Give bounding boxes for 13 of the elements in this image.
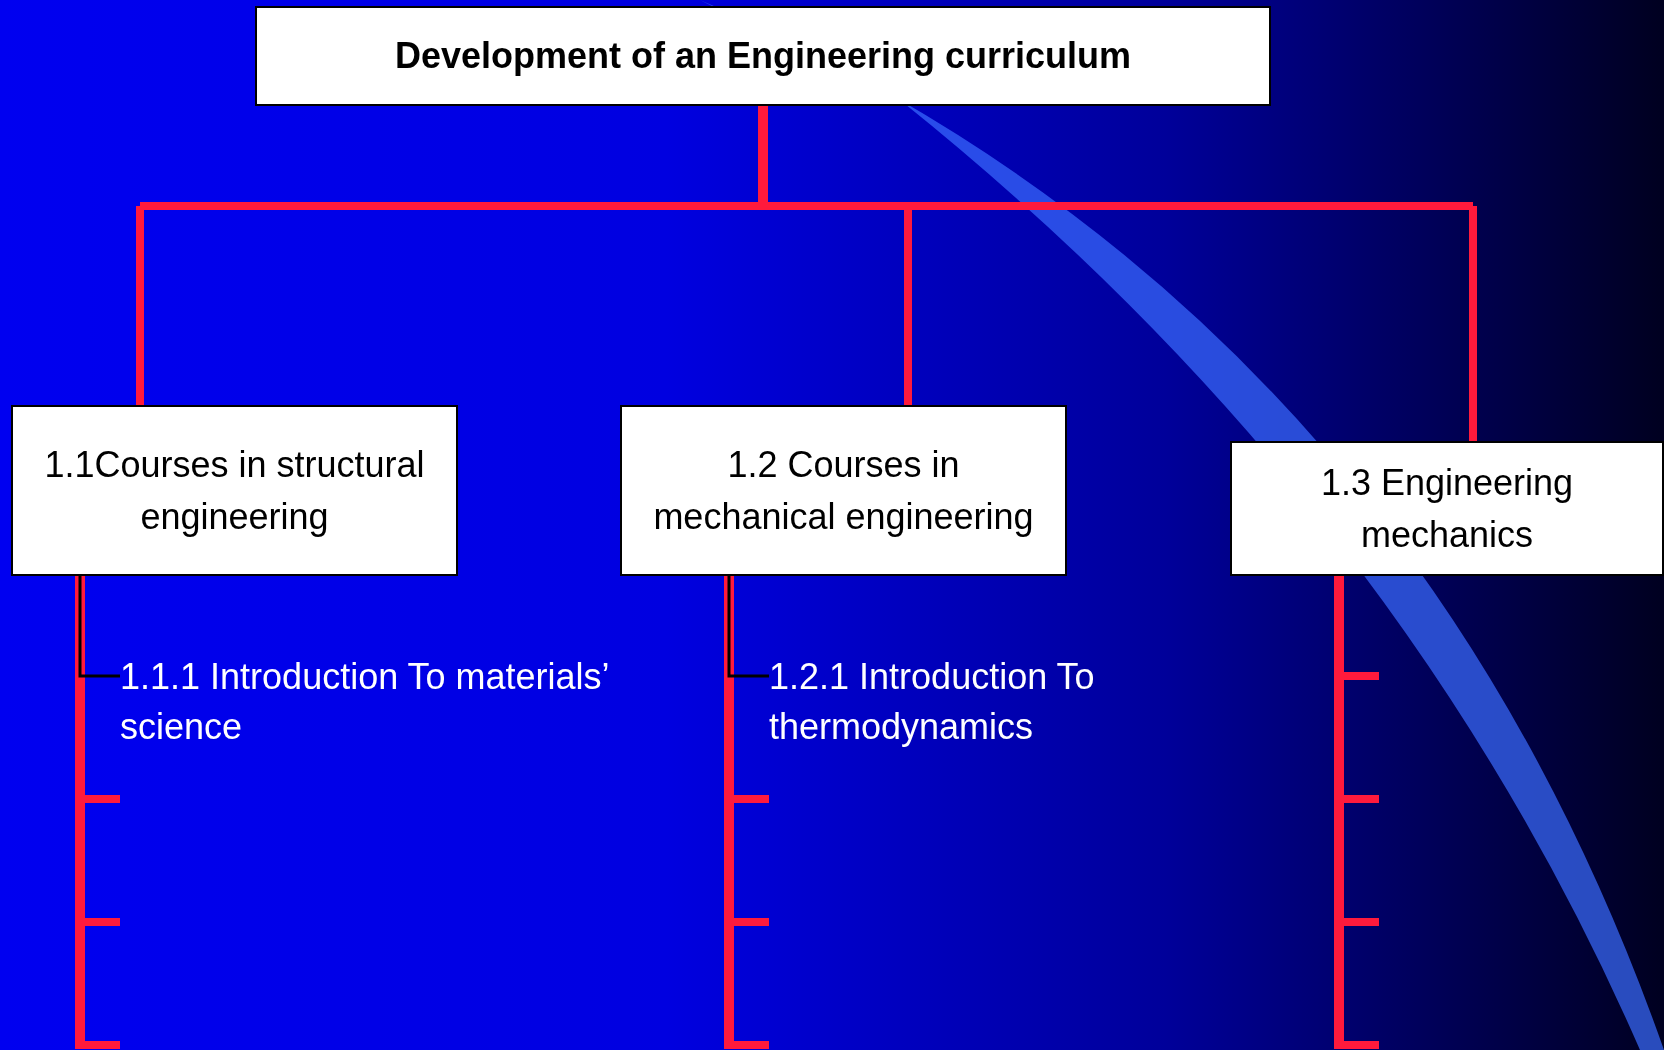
topic-box: 1.3 Engineering mechanics [1230,441,1664,576]
topic-text: 1.2.1 Introduction To thermodynamics [769,652,1289,762]
topic-text: 1.1.1 Introduction To materials’ science [120,652,640,762]
connector-line [78,576,120,678]
connector-line [75,576,85,1049]
connector-line [1469,206,1477,441]
title-box: Development of an Engineering curriculum [255,6,1271,106]
topic-box: 1.1Courses in structural engineering [11,405,458,576]
connector-line [136,206,144,405]
connector-line [724,576,734,1049]
topic-box: 1.2 Courses in mechanical engineering [620,405,1067,576]
connector-line [1334,576,1344,1049]
connector-line [727,576,769,678]
